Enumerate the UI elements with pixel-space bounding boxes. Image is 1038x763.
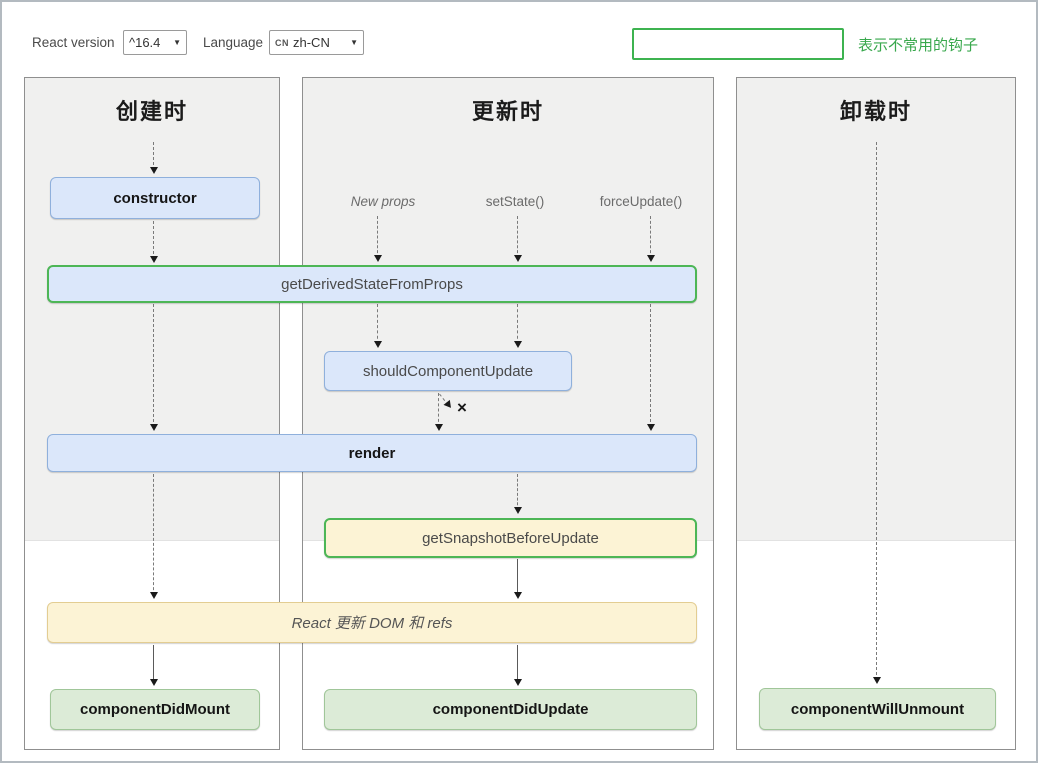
trigger-force-update: forceUpdate() (599, 194, 683, 209)
hook-should-component-update[interactable]: shouldComponentUpdate (324, 351, 572, 391)
trigger-new-props: New props (350, 194, 416, 209)
arrow-new-props-to-gdsfp (373, 216, 382, 262)
dropdown-caret-icon: ▼ (350, 38, 358, 47)
hook-get-derived-state-from-props[interactable]: getDerivedStateFromProps (47, 265, 697, 303)
hook-component-did-mount[interactable]: componentDidMount (50, 689, 260, 730)
hook-get-snapshot-before-update[interactable]: getSnapshotBeforeUpdate (324, 518, 697, 558)
column-title-unmounting: 卸载时 (839, 99, 912, 124)
arrow-gdsfp-to-render-mounting (149, 304, 158, 431)
legend-text: 表示不常用的钩子 (858, 37, 979, 54)
language-select[interactable]: CN zh-CN ▼ (269, 30, 364, 55)
react-version-select[interactable]: ^16.4 ▼ (123, 30, 187, 55)
column-updating: 更新时 (302, 77, 714, 750)
hook-component-will-unmount[interactable]: componentWillUnmount (759, 688, 996, 730)
arrow-force-update-bypass-to-render (646, 304, 655, 431)
column-title-updating: 更新时 (471, 99, 544, 124)
arrow-gdsfp-to-scu-right (513, 304, 522, 348)
language-value: zh-CN (293, 35, 330, 50)
arrow-unmounting-header-to-component-will-unmount (872, 142, 881, 684)
skip-update-x-mark: × (457, 398, 467, 417)
legend-uncommon-swatch (632, 28, 844, 60)
arrow-snapshot-to-dom-update (513, 559, 522, 599)
language-flag-badge: CN (275, 37, 289, 48)
hook-render[interactable]: render (47, 434, 697, 472)
react-updates-dom-and-refs-box: React 更新 DOM 和 refs (47, 602, 697, 643)
arrow-set-state-to-gdsfp (513, 216, 522, 262)
hook-constructor[interactable]: constructor (50, 177, 260, 219)
react-version-label: React version (32, 35, 115, 50)
react-version-value: ^16.4 (129, 35, 161, 50)
trigger-set-state: setState() (485, 194, 545, 209)
column-title-mounting: 创建时 (115, 99, 188, 124)
arrow-scu-to-render (434, 393, 443, 431)
dropdown-caret-icon: ▼ (173, 38, 181, 47)
arrow-gdsfp-to-scu-left (373, 304, 382, 348)
arrow-mounting-header-to-constructor (149, 142, 158, 174)
hook-component-did-update[interactable]: componentDidUpdate (324, 689, 697, 730)
arrow-render-to-snapshot (513, 474, 522, 514)
arrow-dom-update-to-component-did-update (513, 645, 522, 686)
arrow-dom-update-to-component-did-mount (149, 645, 158, 686)
arrow-render-to-dom-update-mounting (149, 474, 158, 599)
arrow-force-update-to-gdsfp (646, 216, 655, 262)
arrow-constructor-to-gdsfp (149, 221, 158, 263)
language-label: Language (203, 35, 264, 50)
